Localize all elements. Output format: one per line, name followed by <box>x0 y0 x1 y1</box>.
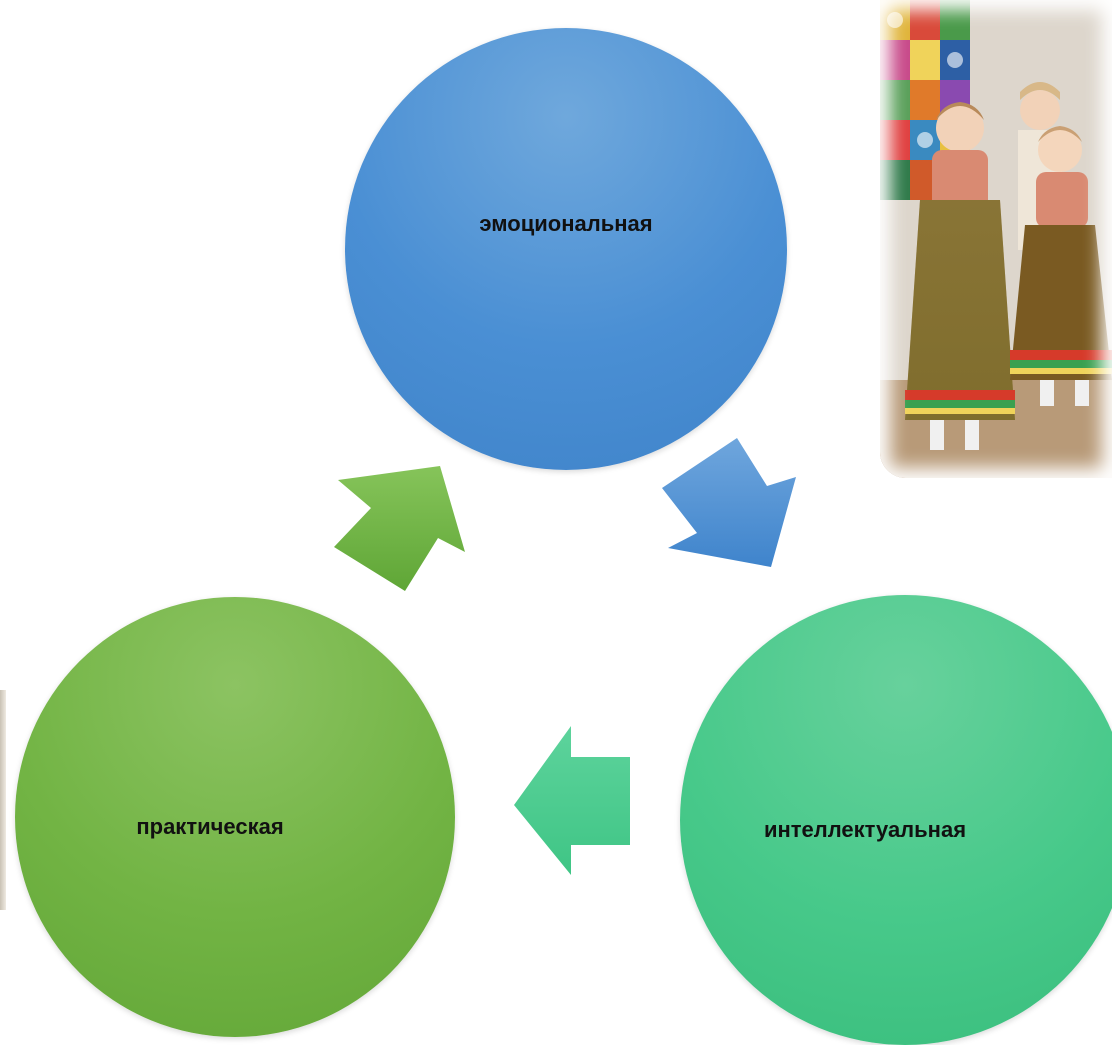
children-folk-costume-photo <box>880 0 1112 478</box>
node-intellectual-label: интеллектуальная <box>763 817 967 842</box>
node-emotional-label: эмоциональная <box>479 211 653 236</box>
node-intellectual: интеллектуальная <box>680 595 1112 1045</box>
node-practical: практическая <box>15 597 455 1037</box>
arrow-top-to-right <box>662 438 796 567</box>
arrow-right-to-left <box>514 726 630 875</box>
child-right <box>1010 126 1112 406</box>
left-edge-photo-fragment <box>0 690 6 910</box>
node-emotional: эмоциональная <box>345 28 787 470</box>
arrow-left-to-top <box>334 466 465 591</box>
cycle-arrows <box>334 438 796 875</box>
quilt-panel <box>880 0 970 200</box>
photo-illustration <box>880 0 1112 478</box>
node-practical-label: практическая <box>136 814 284 839</box>
child-left <box>905 102 1015 450</box>
